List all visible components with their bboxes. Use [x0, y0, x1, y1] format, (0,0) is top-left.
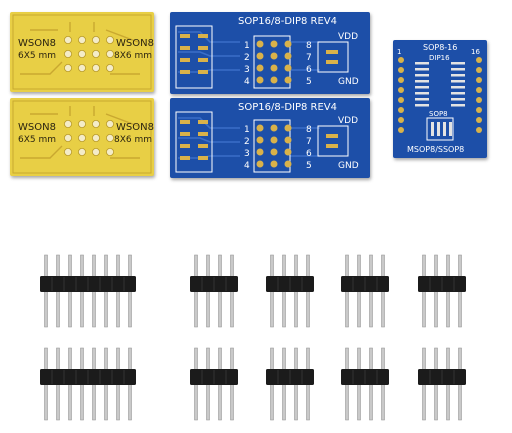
- sop-board-art: SOP16/8-DIP8 REV4 VDD GND 1 2 3 4 8 7 6 …: [175, 102, 359, 173]
- pin-label-2: 2: [244, 53, 250, 63]
- wson-left-size: 6X5 mm: [18, 51, 56, 61]
- pin-header-icon: [341, 254, 389, 328]
- pin-1-label: 1: [397, 48, 401, 56]
- pin-label-3: 3: [244, 65, 250, 75]
- pin-label-7: 7: [306, 53, 312, 63]
- pin-header-icon: [418, 347, 466, 421]
- gnd-label: GND: [338, 161, 359, 171]
- pin-label-1: 1: [244, 125, 250, 135]
- vdd-label: VDD: [338, 32, 358, 42]
- pin-header-8: [266, 347, 314, 423]
- pin-label-7: 7: [306, 137, 312, 147]
- pin-header-7: [190, 347, 238, 423]
- pin-header-icon: [40, 347, 136, 421]
- pin-header-icon: [341, 347, 389, 421]
- pin-header-6: [40, 347, 136, 423]
- sop16-dip8-adapter-board-1: SOP16/8-DIP8 REV4 VDD GND 1 2 3 4 8 7 6 …: [170, 12, 370, 94]
- sop16-dip8-adapter-board-2: SOP16/8-DIP8 REV4 VDD GND 1 2 3 4 8 7 6 …: [170, 98, 370, 178]
- wson-right-size: 8X6 mm: [114, 135, 152, 145]
- wson-right-label: WSON8: [116, 122, 154, 133]
- pin-label-2: 2: [244, 137, 250, 147]
- pin-16-label: 16: [471, 48, 480, 56]
- pin-label-3: 3: [244, 149, 250, 159]
- pin-header-icon: [40, 254, 136, 328]
- pin-label-6: 6: [306, 149, 312, 159]
- msop-board-title: SOP8-16: [423, 43, 457, 52]
- pin-label-5: 5: [306, 77, 312, 87]
- pin-header-icon: [266, 347, 314, 421]
- wson8-adapter-board-1: WSON8 6X5 mm WSON8 8X6 mm: [10, 12, 154, 92]
- wson8-board-art: WSON8 6X5 mm WSON8 8X6 mm: [12, 14, 154, 90]
- pin-label-8: 8: [306, 41, 312, 51]
- msop8-ssop8-adapter-board: SOP8-16 1 16 DIP16 SOP8 MSOP8/SSOP8: [393, 40, 487, 158]
- pin-header-icon: [190, 347, 238, 421]
- pin-header-9: [341, 347, 389, 423]
- pin-header-2: [190, 254, 238, 330]
- msop-board-art: SOP8-16 1 16 DIP16 SOP8 MSOP8/SSOP8: [397, 43, 482, 154]
- pin-header-5: [418, 254, 466, 330]
- sop-board-title: SOP16/8-DIP8 REV4: [238, 16, 337, 27]
- wson-left-label: WSON8: [18, 38, 56, 49]
- pin-header-10: [418, 347, 466, 423]
- pin-header-icon: [266, 254, 314, 328]
- pin-label-4: 4: [244, 77, 250, 87]
- pin-header-4: [341, 254, 389, 330]
- pin-header-icon: [418, 254, 466, 328]
- pin-label-6: 6: [306, 65, 312, 75]
- pin-label-1: 1: [244, 41, 250, 51]
- wson-left-size: 6X5 mm: [18, 135, 56, 145]
- sop8-label: SOP8: [429, 110, 448, 118]
- pin-header-icon: [190, 254, 238, 328]
- wson8-adapter-board-2: WSON8 6X5 mm WSON8 8X6 mm: [10, 98, 154, 176]
- wson-left-label: WSON8: [18, 122, 56, 133]
- vdd-label: VDD: [338, 116, 358, 126]
- msop-ssop-label: MSOP8/SSOP8: [407, 145, 464, 154]
- dip16-label: DIP16: [429, 54, 450, 62]
- sop-board-art: SOP16/8-DIP8 REV4 VDD GND 1 2 3 4 8 7 6 …: [175, 16, 359, 89]
- pin-label-5: 5: [306, 161, 312, 171]
- pin-header-1: [40, 254, 136, 330]
- pin-label-4: 4: [244, 161, 250, 171]
- pin-header-3: [266, 254, 314, 330]
- sop-board-title: SOP16/8-DIP8 REV4: [238, 102, 337, 113]
- gnd-label: GND: [338, 77, 359, 87]
- wson8-board-art: WSON8 6X5 mm WSON8 8X6 mm: [12, 100, 154, 174]
- pin-label-8: 8: [306, 125, 312, 135]
- wson-right-size: 8X6 mm: [114, 51, 152, 61]
- wson-right-label: WSON8: [116, 38, 154, 49]
